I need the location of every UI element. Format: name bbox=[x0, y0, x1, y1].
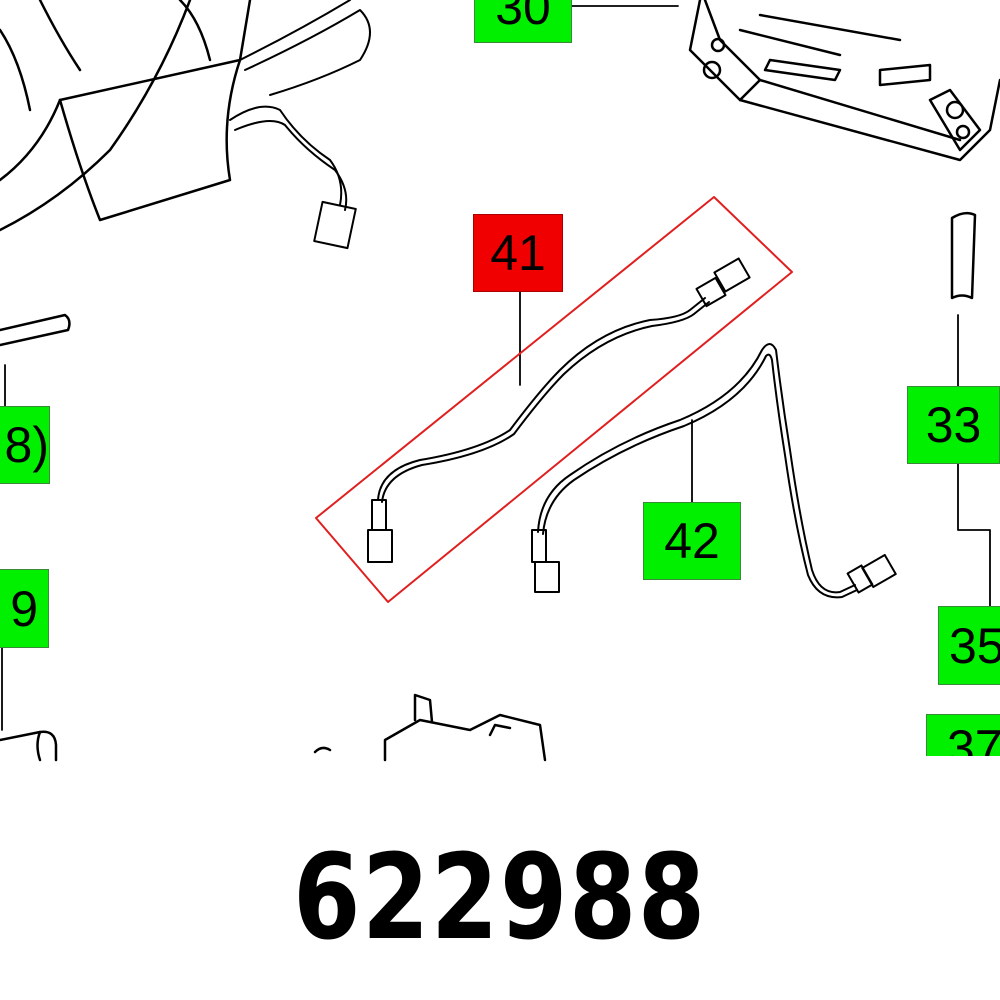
cable-42 bbox=[531, 343, 897, 599]
callout-39[interactable]: 9 bbox=[0, 569, 49, 648]
callout-37[interactable]: 37 bbox=[926, 714, 1000, 756]
motor-wires bbox=[229, 0, 371, 250]
callout-41[interactable]: 41 bbox=[473, 214, 563, 292]
switch-housing bbox=[688, 0, 1000, 162]
screw-part bbox=[0, 730, 58, 762]
switch-part bbox=[313, 693, 547, 762]
callout-33[interactable]: 33 bbox=[907, 386, 1000, 464]
cable-41 bbox=[367, 257, 751, 563]
motor-housing bbox=[0, 0, 252, 232]
callout-42[interactable]: 42 bbox=[643, 502, 741, 580]
callout-35[interactable]: 35 bbox=[938, 606, 1000, 685]
leader-lines bbox=[1, 5, 991, 731]
pin-part bbox=[0, 313, 71, 347]
callout-38[interactable]: 8) bbox=[0, 406, 50, 484]
part-number: 622988 bbox=[293, 828, 707, 966]
highlight-frame-41 bbox=[315, 196, 793, 603]
callout-30[interactable]: 30 bbox=[474, 0, 572, 43]
carbon-brush-part bbox=[950, 211, 977, 300]
